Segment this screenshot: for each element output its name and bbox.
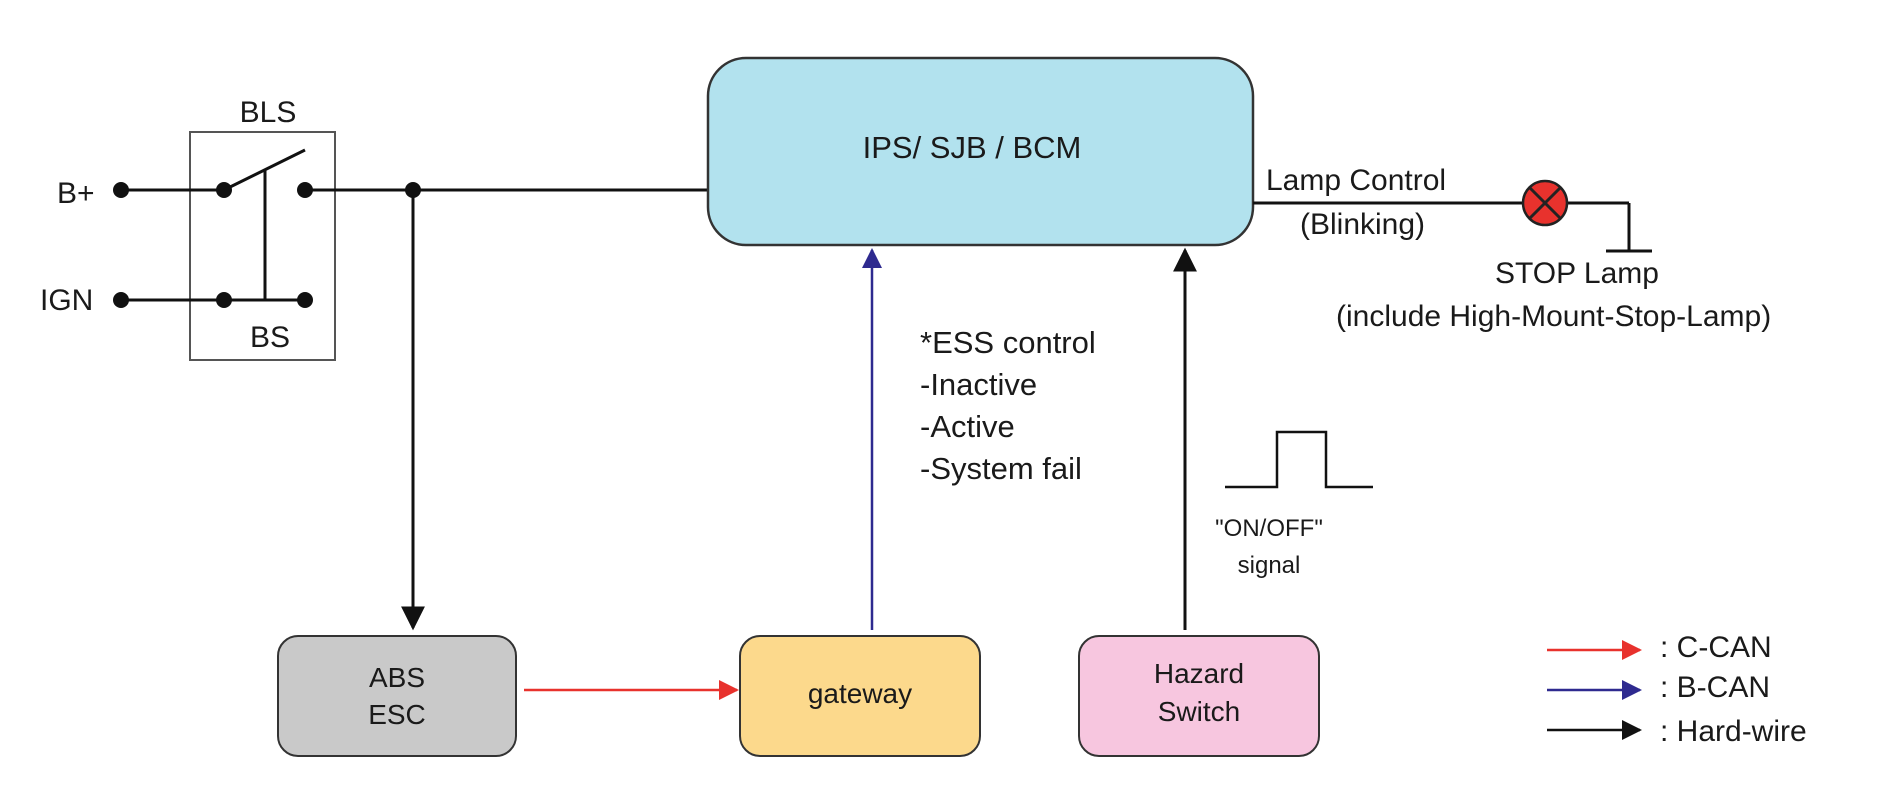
pulse-waveform (1225, 430, 1373, 489)
esc-label: ESC (368, 699, 426, 730)
ign-label: IGN (40, 284, 93, 317)
bcm-box (706, 56, 1255, 247)
legend-c-can-label: : C-CAN (1660, 631, 1772, 664)
b-plus-terminal (113, 182, 129, 198)
ess-state-inactive: -Inactive (920, 367, 1037, 402)
gateway-module: gateway (739, 635, 981, 757)
stop-lamp-note: (include High-Mount-Stop-Lamp) (1336, 300, 1771, 333)
abs-label: ABS (369, 662, 425, 693)
ess-state-system-fail: -System fail (920, 451, 1082, 486)
b-plus-label: B+ (57, 177, 95, 210)
on-off-pulse-icon: "ON/OFF" signal (1215, 430, 1373, 579)
bs-contact-left (216, 292, 232, 308)
signal-label: signal (1238, 552, 1301, 579)
hazard-switch-module: Hazard Switch (1078, 635, 1320, 757)
legend-b-can-label: : B-CAN (1660, 671, 1770, 704)
legend-hard-wire-label: : Hard-wire (1660, 715, 1807, 748)
abs-esc-box (277, 635, 517, 757)
bls-label: BLS (240, 96, 297, 129)
bcm-label: IPS/ SJB / BCM (863, 130, 1082, 165)
gateway-label: gateway (808, 678, 912, 709)
lamp-circuit: Lamp Control (Blinking) STOP Lamp (inclu… (1253, 164, 1771, 333)
legend: : C-CAN : B-CAN : Hard-wire (1547, 631, 1807, 748)
stop-lamp-cross-b (1528, 186, 1562, 220)
lamp-control-label: Lamp Control (1266, 164, 1446, 197)
switch-block: BLS BS B+ IGN (40, 96, 336, 361)
switch-label: Switch (1158, 696, 1240, 727)
bcm-module: IPS/ SJB / BCM (706, 56, 1255, 247)
stop-lamp-label: STOP Lamp (1495, 257, 1659, 290)
hazard-label: Hazard (1154, 658, 1244, 689)
ess-control-title: *ESS control (920, 325, 1096, 360)
gateway-box (739, 635, 981, 757)
hazard-switch-box (1078, 635, 1320, 757)
ess-state-active: -Active (920, 409, 1015, 444)
bs-contact-right (297, 292, 313, 308)
on-off-label: "ON/OFF" (1215, 515, 1323, 542)
abs-esc-module: ABS ESC (277, 635, 517, 757)
bs-label: BS (250, 321, 290, 354)
ign-terminal (113, 292, 129, 308)
ess-control-note: *ESS control -Inactive -Active -System f… (920, 325, 1096, 486)
lamp-blinking-label: (Blinking) (1300, 208, 1425, 241)
